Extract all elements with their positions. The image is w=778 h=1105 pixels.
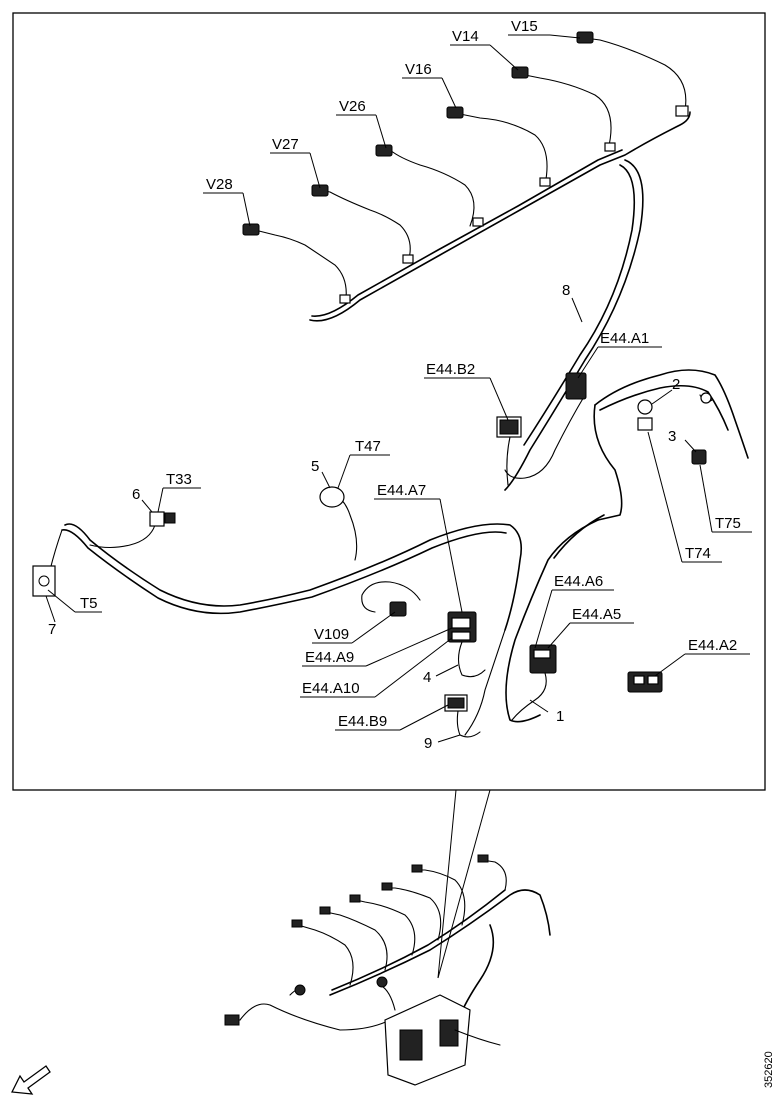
label-e44-a2: E44.A2 [688, 637, 737, 654]
zoom-callout [437, 789, 491, 979]
lower-harness [32, 486, 663, 738]
label-e44-b9: E44.B9 [338, 713, 387, 730]
label-e44-a6: E44.A6 [554, 573, 603, 590]
label-1: 1 [556, 708, 564, 725]
label-v16: V16 [405, 61, 432, 78]
label-v14: V14 [452, 28, 479, 45]
label-5: 5 [311, 458, 319, 475]
label-e44-a1: E44.A1 [600, 330, 649, 347]
upper-harness [242, 31, 691, 322]
label-v27: V27 [272, 136, 299, 153]
leader-lines [45, 34, 752, 743]
label-e44-a9: E44.A9 [305, 649, 354, 666]
label-t74: T74 [685, 545, 711, 562]
label-e44-b2: E44.B2 [426, 361, 475, 378]
label-t33: T33 [166, 471, 192, 488]
direction-arrow-icon [10, 1065, 51, 1095]
branch-8 [496, 159, 644, 491]
overview-harness [224, 854, 551, 1086]
label-t47: T47 [355, 438, 381, 455]
label-9: 9 [424, 735, 432, 752]
detail-frame [12, 12, 766, 791]
label-t75: T75 [715, 515, 741, 532]
label-e44-a7: E44.A7 [377, 482, 426, 499]
label-4: 4 [423, 669, 431, 686]
diagram-labels: V15 V14 V16 V26 V27 V28 8 E44.A1 E44.B2 … [48, 18, 741, 752]
label-e44-a10: E44.A10 [302, 680, 360, 697]
right-harness [593, 369, 749, 521]
label-3: 3 [668, 428, 676, 445]
label-7: 7 [48, 621, 56, 638]
figure-number: 352620 [763, 1051, 775, 1088]
label-t5: T5 [80, 595, 98, 612]
label-2: 2 [672, 376, 680, 393]
label-v15: V15 [511, 18, 538, 35]
label-v26: V26 [339, 98, 366, 115]
label-v28: V28 [206, 176, 233, 193]
label-e44-a5: E44.A5 [572, 606, 621, 623]
label-6: 6 [132, 486, 140, 503]
label-v109: V109 [314, 626, 349, 643]
label-8-upper: 8 [562, 282, 570, 299]
